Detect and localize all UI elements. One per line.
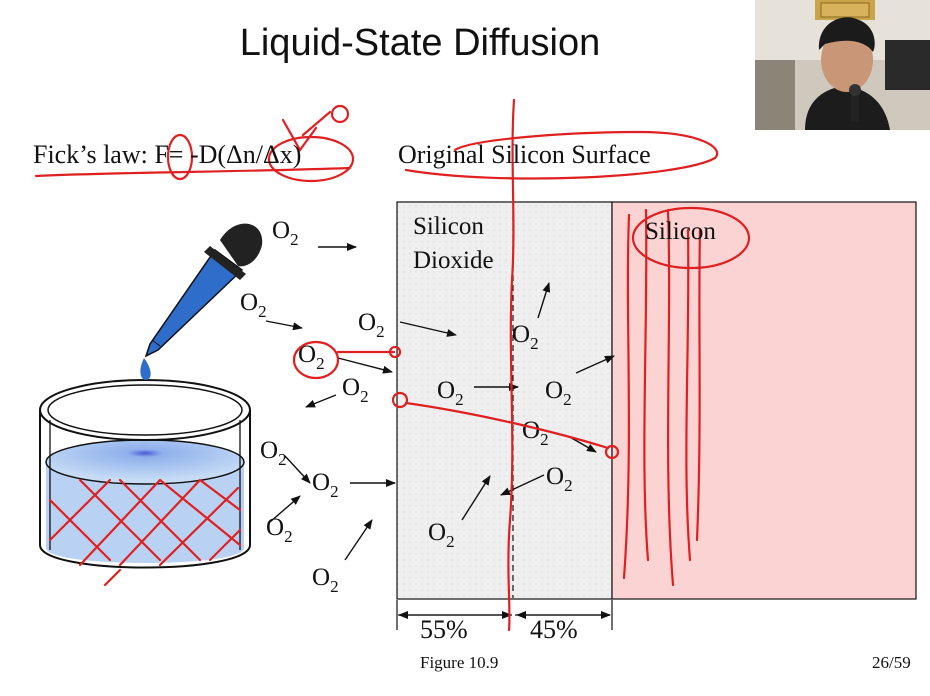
o2-molecule: O2 [312,469,339,501]
percent-left: 55% [420,615,468,644]
o2-molecule: O2 [428,519,455,551]
page-number: 26/59 [872,653,911,672]
presenter-avatar [755,0,930,130]
o2-molecules: O2 O2 O2 O2 O2 O2 O2 O2 O2 O2 O2 O2 O2 O… [240,217,573,596]
presenter-webcam [755,0,930,130]
figure-caption: Figure 10.9 [420,653,499,672]
o2-molecule: O2 [260,437,287,469]
thickness-dimension [396,600,613,630]
o2-molecule: O2 [545,377,572,409]
o2-molecule: O2 [358,309,385,341]
silicon-dioxide-region [396,201,613,600]
ficks-law-equation: Fick’s law: F= -D(Δn/Δx) [33,140,302,169]
o2-molecule: O2 [272,217,299,249]
dropper-icon [140,223,263,380]
o2-molecule: O2 [298,341,325,373]
o2-molecule: O2 [240,289,267,321]
percent-right: 45% [530,615,578,644]
o2-molecule: O2 [342,374,369,406]
o2-molecule: O2 [437,377,464,409]
original-surface-label: Original Silicon Surface [398,140,651,169]
slide-title: Liquid-State Diffusion [239,22,601,64]
red-annotations [34,98,751,632]
o2-molecule: O2 [546,463,573,495]
silicon-region [611,201,917,600]
o2-molecule: O2 [312,564,339,596]
o2-molecule: O2 [512,321,539,353]
o2-molecule: O2 [266,514,293,546]
silicon-label: Silicon [645,218,716,245]
silicon-dioxide-label-line1: Silicon [413,213,484,240]
silicon-dioxide-label: Silicon Dioxide [413,210,494,278]
o2-molecule: O2 [522,417,549,449]
silicon-dioxide-label-line2: Dioxide [413,247,494,274]
